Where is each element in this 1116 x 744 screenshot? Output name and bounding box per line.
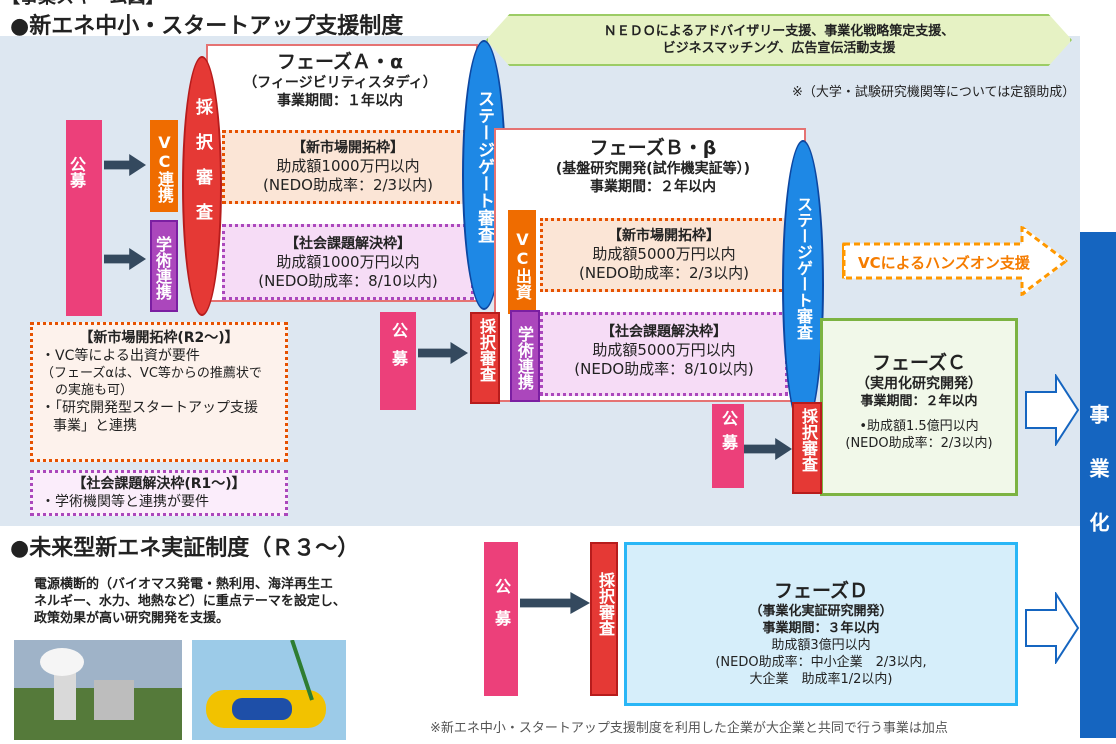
stage-gate-1-label: ステージゲート審査 xyxy=(474,90,494,243)
phaseD-period: 事業期間：３年以内 xyxy=(762,621,880,636)
phaseC-title: フェーズＣ xyxy=(871,352,967,374)
public-offer-4: 公募 xyxy=(484,542,518,696)
section1-title: ●新エネ中小・スタートアップ支援制度 xyxy=(10,14,404,39)
ocean-energy-device-photo xyxy=(192,640,346,740)
phaseA-title: フェーズＡ・α xyxy=(276,51,404,73)
phaseA-social-box: 【社会課題解決枠】 助成額1000万円以内 (NEDO助成率：8/10以内) xyxy=(222,224,474,300)
phaseD-rate2: 大企業 助成率1/2以内) xyxy=(749,672,893,687)
geothermal-plant-photo xyxy=(14,640,182,740)
scheme-bracket-label: 【事業スキーム図】 xyxy=(2,0,163,8)
support-banner: ＮＥＤＯによるアドバイザリー支援、事業化戦略策定支援、 ビジネスマッチング、広告… xyxy=(486,14,1072,66)
public-offer-3-label: 公募 xyxy=(719,410,738,458)
public-offer-4-label: 公募 xyxy=(492,578,511,642)
vc-invest-badge: VC出資 xyxy=(508,210,536,314)
hands-on-arrow-outline xyxy=(842,226,1068,296)
phaseC-amount: •助成額1.5億円以内 xyxy=(859,419,979,434)
stage-gate-2: ステージゲート審査 xyxy=(782,140,824,430)
phaseD-title: フェーズＤ xyxy=(773,580,869,602)
phaseA-social-title: 【社会課題解決枠】 xyxy=(285,236,411,252)
section2-desc-l2: ネルギー、水力、地熱など）に重点テーマを設定し、 xyxy=(34,594,346,609)
phaseD-amount: 助成額3億円以内 xyxy=(771,638,871,653)
academic-link-badge-2: 学術連携 xyxy=(510,310,540,402)
phaseD-box: フェーズＤ （事業化実証研究開発） 事業期間：３年以内 助成額3億円以内 (NE… xyxy=(624,542,1018,706)
section2-desc-l3: 政策効果が高い研究開発を支援。 xyxy=(34,611,230,626)
selection-review-2: 採択審査 xyxy=(470,312,500,404)
phaseD-subtitle: （事業化実証研究開発） xyxy=(749,604,893,619)
note-social-l1: ・学術機関等と連携が要件 xyxy=(41,494,209,510)
public-offer-3: 公募 xyxy=(712,404,744,488)
selection-review-1: 採択審査 xyxy=(182,56,222,316)
phaseA-subtitle: （フィージビリティスタディ） xyxy=(243,75,437,91)
public-offer-1: 公募 xyxy=(66,120,102,316)
selection-review-1-label: 採択審査 xyxy=(192,98,212,238)
phaseA-period: 事業期間：１年以内 xyxy=(277,93,403,109)
note-market-l4: ・「研究開発型スタートアップ支援 xyxy=(41,400,258,416)
phaseC-period: 事業期間：２年以内 xyxy=(860,394,978,409)
phaseB-social-box: 【社会課題解決枠】 助成額5000万円以内 (NEDO助成率：8/10以内) xyxy=(540,312,788,396)
phaseB-market-title: 【新市場開拓枠】 xyxy=(608,228,720,244)
vc-link-badge: VC連携 xyxy=(150,120,178,212)
phaseA-market-box: 【新市場開拓枠】 助成額1000万円以内 (NEDO助成率：2/3以内) xyxy=(222,130,474,204)
phaseC-rate: (NEDO助成率：2/3以内) xyxy=(845,436,993,451)
academic-link-badge: 学術連携 xyxy=(150,220,178,312)
support-banner-line2: ビジネスマッチング、広告宣伝活動支援 xyxy=(662,41,896,56)
selection-review-4-label: 採択審査 xyxy=(596,572,615,636)
phaseA-market-amount: 助成額1000万円以内 xyxy=(276,157,420,175)
arrow-right-icon xyxy=(1025,592,1080,664)
bottom-note: ※新エネ中小・スタートアップ支援制度を利用した企業が大企業と共同で行う事業は加点 xyxy=(430,721,948,736)
note-market-title: 【新市場開拓枠(R2～)】 xyxy=(79,330,239,346)
note-market-l3: の実施も可） xyxy=(55,383,134,398)
phaseB-market-rate: (NEDO助成率：2/3以内) xyxy=(579,264,749,282)
stage-gate-2-label: ステージゲート審査 xyxy=(794,196,813,340)
arrow-right-icon xyxy=(1025,374,1080,446)
phaseA-social-amount: 助成額1000万円以内 xyxy=(276,253,420,271)
note-social-box: 【社会課題解決枠(R1～)】 ・学術機関等と連携が要件 xyxy=(30,470,288,516)
phaseC-box: フェーズＣ （実用化研究開発） 事業期間：２年以内 •助成額1.5億円以内 (N… xyxy=(820,318,1018,496)
phaseB-social-title: 【社会課題解決枠】 xyxy=(601,324,727,340)
public-offer-1-label: 公募 xyxy=(67,156,86,188)
phaseB-market-amount: 助成額5000万円以内 xyxy=(592,245,736,263)
commercialize-bar: 事業化 xyxy=(1080,232,1116,738)
note-market-box: 【新市場開拓枠(R2～)】 ・VC等による出資が要件 （フェーズαは、VC等から… xyxy=(30,322,288,462)
selection-review-3: 採択審査 xyxy=(792,402,822,494)
public-offer-2: 公募 xyxy=(380,312,416,410)
phaseB-title: フェーズＢ・β xyxy=(589,137,717,159)
commercialize-label: 事業化 xyxy=(1086,404,1110,566)
phaseC-subtitle: （実用化研究開発） xyxy=(856,376,982,392)
note-market-l2: （フェーズαは、VC等からの推薦状で xyxy=(41,366,262,381)
phaseA-market-title: 【新市場開拓枠】 xyxy=(292,140,404,156)
selection-review-4: 採択審査 xyxy=(590,542,618,696)
phaseA-social-rate: (NEDO助成率：8/10以内) xyxy=(258,272,438,290)
phaseA-market-rate: (NEDO助成率：2/3以内) xyxy=(263,176,433,194)
phaseB-social-rate: (NEDO助成率：8/10以内) xyxy=(574,360,754,378)
fixed-grant-note: ※（大学・試験研究機関等については定額助成） xyxy=(792,85,1076,100)
section2-title: ●未来型新エネ実証制度（Ｒ３～） xyxy=(10,536,360,561)
section2-desc-l1: 電源横断的（バイオマス発電・熱利用、海洋再生エ xyxy=(34,577,334,592)
arrow-icon xyxy=(520,592,590,614)
public-offer-2-label: 公募 xyxy=(389,322,408,378)
phaseB-period: 事業期間：２年以内 xyxy=(590,179,716,195)
phaseD-rate1: (NEDO助成率：中小企業 2/3以内, xyxy=(715,655,927,670)
note-market-l1: ・VC等による出資が要件 xyxy=(41,348,200,364)
note-social-title: 【社会課題解決枠(R1～)】 xyxy=(72,476,246,492)
note-market-l5: 事業」と連携 xyxy=(53,418,137,434)
hands-on-label: VCによるハンズオン支援 xyxy=(858,254,1030,272)
selection-review-3-label: 採択審査 xyxy=(799,408,818,472)
phaseB-market-box: 【新市場開拓枠】 助成額5000万円以内 (NEDO助成率：2/3以内) xyxy=(540,218,788,292)
support-banner-line1: ＮＥＤＯによるアドバイザリー支援、事業化戦略策定支援、 xyxy=(603,24,955,39)
phaseB-social-amount: 助成額5000万円以内 xyxy=(592,341,736,359)
phaseB-subtitle: (基盤研究開発(試作機実証等）) xyxy=(555,161,751,177)
selection-review-2-label: 採択審査 xyxy=(477,318,496,382)
